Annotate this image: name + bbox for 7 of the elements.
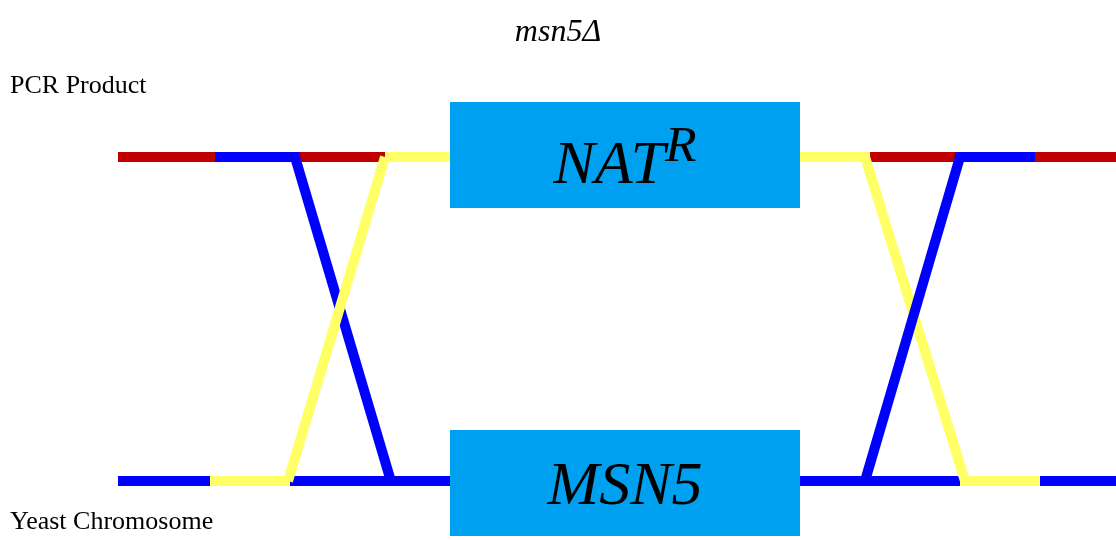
gene-name: MSN5	[547, 452, 703, 514]
strand-label: PCR Product	[10, 70, 147, 100]
gene-box	[450, 430, 800, 536]
gene-name: NAT$^{R}$	[553, 117, 697, 193]
resistance-marker-box	[450, 102, 800, 208]
strand-label: Yeast Chromosome	[10, 506, 214, 536]
gene-deletion-title: msn5Δ	[513, 12, 603, 49]
